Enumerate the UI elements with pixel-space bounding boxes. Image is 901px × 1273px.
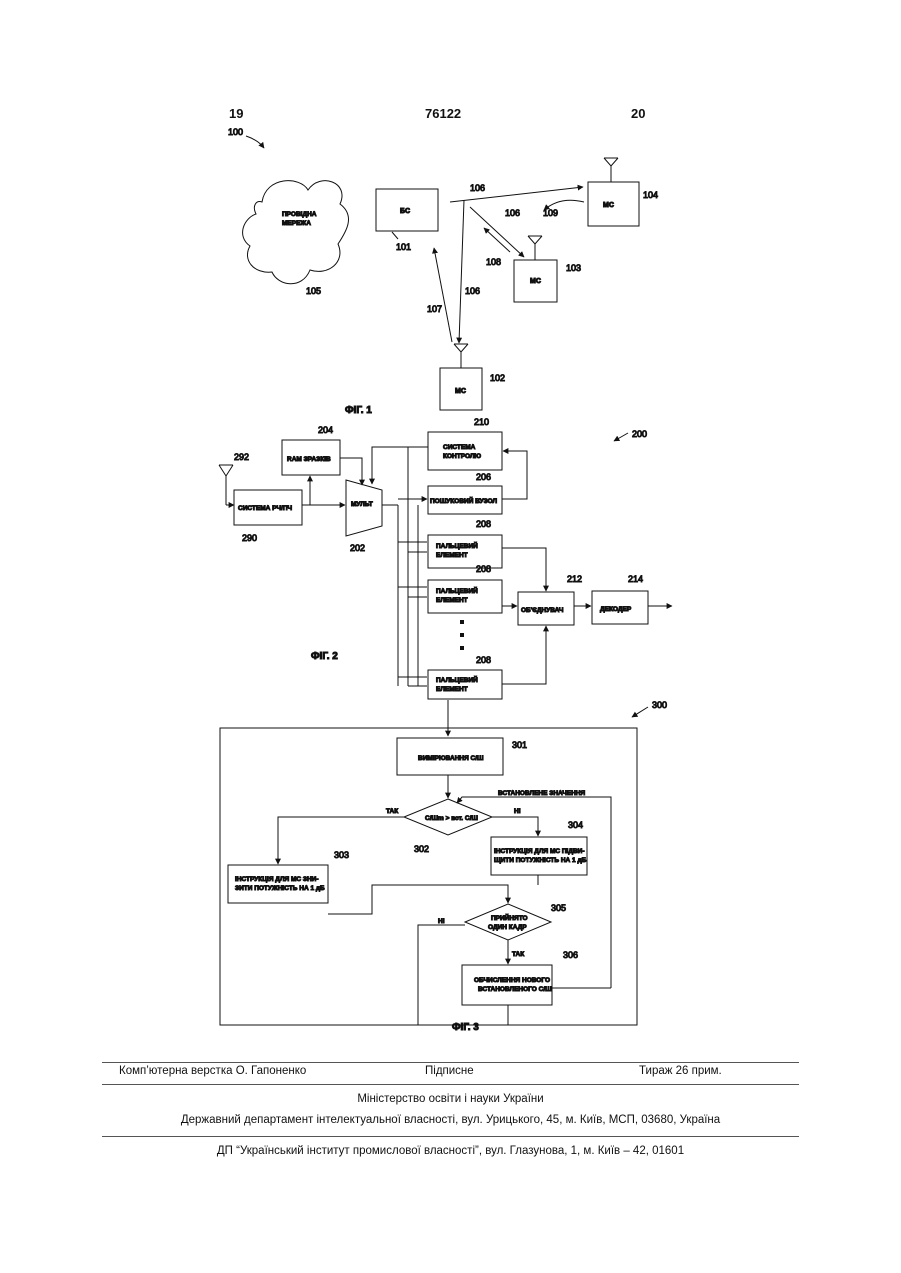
- ref-305: 305: [551, 903, 566, 913]
- ref-100: 100: [228, 127, 243, 137]
- ref-212: 212: [567, 574, 582, 584]
- bus-lines: [382, 447, 418, 686]
- ref-303: 303: [334, 850, 349, 860]
- bs-label: БС: [400, 208, 410, 215]
- ref-109: 109: [543, 208, 558, 218]
- ref-108: 108: [486, 257, 501, 267]
- ref-208-b: 208: [476, 564, 491, 574]
- control-label-line1: СИСТЕМА: [443, 444, 476, 451]
- up-line2: ЩИТИ ПОТУЖНІСТЬ НА 1 дБ: [494, 857, 587, 864]
- ref-105: 105: [306, 286, 321, 296]
- setpoint-label: ВСТАНОВЛЕНЕ ЗНАЧЕННЯ: [498, 790, 586, 797]
- frame-received-diamond: [465, 904, 551, 940]
- ref-302: 302: [414, 844, 429, 854]
- wired-network-cloud: [243, 181, 349, 284]
- ellipsis-dots: [460, 620, 464, 650]
- ref-304: 304: [568, 820, 583, 830]
- compute-new-snr-box: [462, 965, 552, 1005]
- receiver-antenna: [219, 465, 233, 505]
- up-line1: ІНСТРУКЦІЯ ДЛЯ МС ПІДВИ-: [494, 848, 585, 855]
- ref-214: 214: [628, 574, 643, 584]
- ms-104-label: МС: [603, 202, 614, 209]
- down-line2: ЗИТИ ПОТУЖНІСТЬ НА 1 дБ: [235, 885, 325, 892]
- typesetting-credit: Комп’ютерна верстка О. Гапоненко: [119, 1065, 306, 1077]
- newsnr-line1: ОБЧИСЛЕННЯ НОВОГО: [474, 977, 550, 984]
- ref-106-c: 106: [465, 286, 480, 296]
- circulation-label: Тираж 26 прим.: [639, 1065, 722, 1077]
- network-label-line2: МЕРЕЖА: [282, 220, 311, 227]
- figure-3: 300 ВИМІРЮВАННЯ С/Ш 301 С/Шm > вст. С/Ш …: [220, 700, 667, 1033]
- multiplexer-shape: [346, 480, 382, 536]
- ms-104-antenna: [604, 158, 618, 182]
- ref-290: 290: [242, 533, 257, 543]
- search-label: ПОШУКОВИЙ ВУЗОЛ: [430, 496, 498, 505]
- ms-102-antenna: [454, 344, 468, 368]
- ref-210: 210: [474, 417, 489, 427]
- mux-label: МУЛЬТ: [351, 501, 373, 508]
- finger-1-line1: ПАЛЬЦЕВИЙ: [436, 541, 478, 550]
- finger-3-line2: ЕЛЕМЕНТ: [436, 686, 468, 693]
- decoder-label: ДЕКОДЕР: [600, 606, 632, 613]
- ref-202: 202: [350, 543, 365, 553]
- footer-rule-middle: [102, 1084, 799, 1085]
- ref-106-a: 106: [470, 183, 485, 193]
- signed-label: Підписне: [425, 1065, 474, 1077]
- increase-power-box: [491, 837, 587, 875]
- ref-300: 300: [652, 700, 667, 710]
- figure-2: 200 292 СИСТЕМА РЧ/ПЧ 290 RAM ЗРАЗКІВ 20…: [219, 417, 672, 699]
- finger-element-3-box: [428, 670, 502, 699]
- ms-102-label: МС: [455, 388, 466, 395]
- ministry-line: Міністерство освіти і науки України: [102, 1093, 799, 1105]
- ref-101: 101: [396, 242, 411, 252]
- ref-100-pointer: [246, 136, 264, 148]
- fig1-caption: ФІГ. 1: [345, 405, 372, 416]
- combiner-label: ОБ'ЄДНУВАЧ: [521, 607, 564, 614]
- ms-103-antenna: [528, 236, 542, 260]
- finger-2-line1: ПАЛЬЦЕВИЙ: [436, 586, 478, 595]
- ram-label: RAM ЗРАЗКІВ: [287, 456, 331, 463]
- fig3-caption: ФІГ. 3: [452, 1022, 479, 1033]
- rf-label: СИСТЕМА РЧ/ПЧ: [238, 505, 292, 512]
- ref-206: 206: [476, 472, 491, 482]
- link-106-to-ms102: [459, 200, 464, 343]
- no-label-2: НІ: [438, 918, 445, 925]
- frame-line2: ОДИН КАДР: [488, 924, 527, 931]
- ref-301: 301: [512, 740, 527, 750]
- ref-208-a: 208: [476, 519, 491, 529]
- fig2-caption: ФІГ. 2: [311, 651, 338, 662]
- ref-103: 103: [566, 263, 581, 273]
- control-system-box: [428, 432, 502, 470]
- decision-label: С/Шm > вст. С/Ш: [425, 815, 478, 822]
- link-107: [434, 248, 452, 342]
- footer-rule-top: [102, 1062, 799, 1063]
- no-label-1: НІ: [514, 808, 521, 815]
- footer-rule-bottom: [102, 1136, 799, 1137]
- ref-204: 204: [318, 425, 333, 435]
- ref-292: 292: [234, 452, 249, 462]
- decrease-power-box: [228, 865, 328, 903]
- department-line: Державний департамент інтелектуальної вл…: [102, 1114, 799, 1126]
- ms-103-label: МС: [530, 278, 541, 285]
- institute-line: ДП “Український інститут промислової вла…: [102, 1145, 799, 1157]
- newsnr-line2: ВСТАНОВЛЕНОГО С/Ш: [478, 986, 552, 993]
- ref-200: 200: [632, 429, 647, 439]
- yes-label-1: ТАК: [386, 808, 398, 815]
- down-line1: ІНСТРУКЦІЯ ДЛЯ МС ЗНИ-: [235, 876, 318, 883]
- ref-208-c: 208: [476, 655, 491, 665]
- finger-2-line2: ЕЛЕМЕНТ: [436, 597, 468, 604]
- frame-line1: ПРИЙНЯТО: [491, 913, 528, 922]
- ref-107: 107: [427, 304, 442, 314]
- ref-106-b: 106: [505, 208, 520, 218]
- ref-306: 306: [563, 950, 578, 960]
- ref-102: 102: [490, 373, 505, 383]
- finger-1-line2: ЕЛЕМЕНТ: [436, 552, 468, 559]
- ref-104: 104: [643, 190, 658, 200]
- yes-label-2: ТАК: [512, 951, 524, 958]
- figure-1: 100 ПРОВІДНА МЕРЕЖА 105 БС 101 МС 104 МС…: [228, 127, 658, 416]
- control-label-line2: КОНТРОЛЮ: [443, 453, 481, 460]
- measure-label: ВИМІРЮВАННЯ С/Ш: [418, 755, 484, 762]
- network-label-line1: ПРОВІДНА: [282, 211, 317, 218]
- finger-3-line1: ПАЛЬЦЕВИЙ: [436, 675, 478, 684]
